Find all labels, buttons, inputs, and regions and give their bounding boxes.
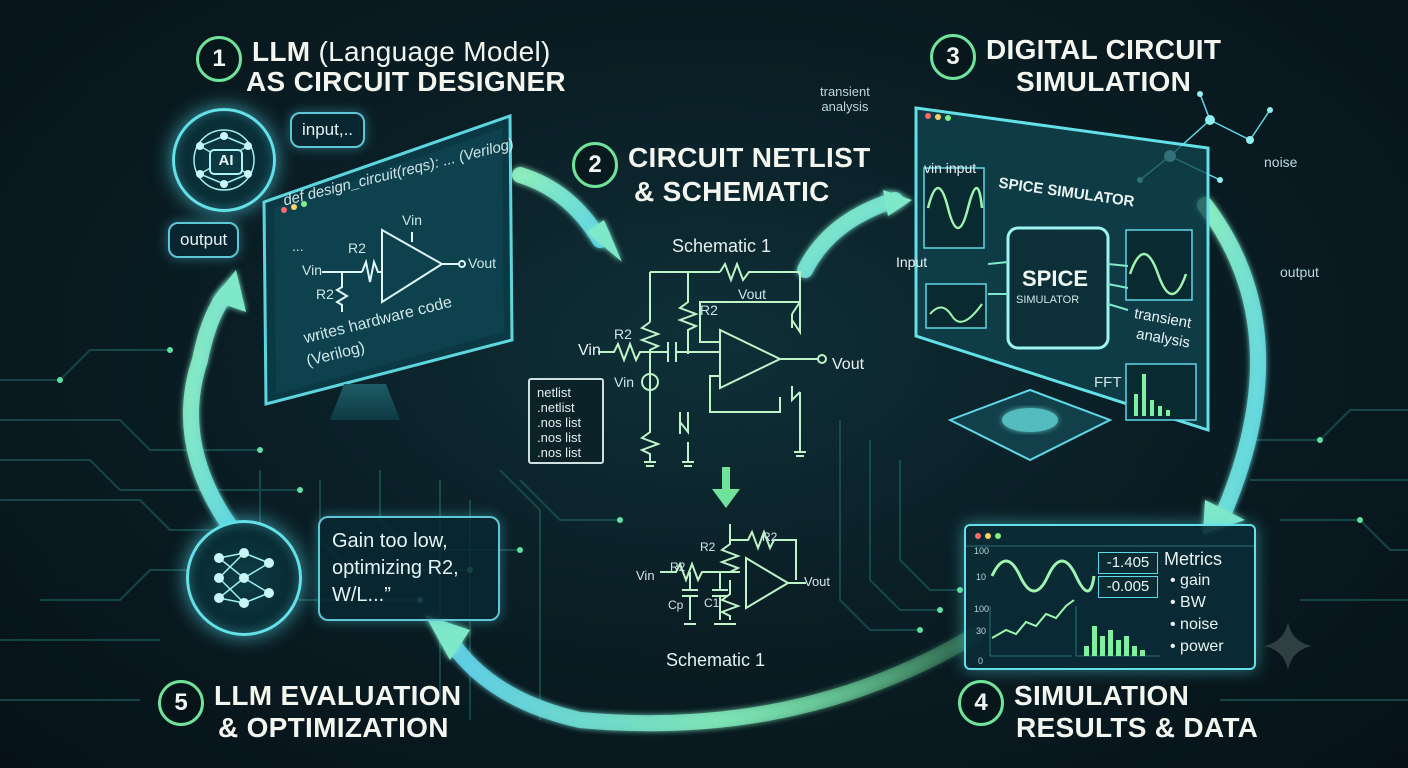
r2-label-2: R2 <box>316 286 334 302</box>
transient-analysis-tag: transient analysis <box>820 84 870 114</box>
vin-source-label: Vin <box>614 374 634 390</box>
small-r2-right: R2 <box>762 530 778 544</box>
chip-glow-icon <box>947 388 1113 462</box>
designer-monitor: def design_circuit(reqs): ... (Verilog) … <box>262 112 516 410</box>
chip-subtitle: SIMULATOR <box>1016 294 1080 306</box>
step-title-line2: & SCHEMATIC <box>634 176 830 207</box>
evaluator-brain-icon <box>186 520 302 636</box>
step-2-heading: 2 CIRCUIT NETLIST <box>572 142 871 188</box>
small-r2: R2 <box>670 560 686 574</box>
feedback-bubble: Gain too low, optimizing R2, W/L...” <box>318 516 500 621</box>
output-tag: output <box>1280 264 1319 280</box>
schematic-optimized <box>660 524 806 625</box>
small-vout: Vout <box>804 574 831 589</box>
small-r2-top: R2 <box>700 540 716 554</box>
input-label: Input <box>896 254 928 270</box>
vout-top-label: Vout <box>738 286 767 302</box>
netlist-line: .nos list <box>537 415 582 430</box>
small-cp: Cp <box>668 598 684 612</box>
step-title: LLM EVALUATION <box>214 680 462 711</box>
value-readout-1: -1.405 <box>1098 552 1158 574</box>
ellipsis-top: ... <box>292 238 304 254</box>
axis-label: 100 <box>974 604 990 614</box>
output-bubble: output <box>168 222 240 258</box>
netlist-file: netlist .netlist .nos list .nos list .no… <box>528 378 604 464</box>
ai-brain-icon: AI <box>172 108 276 212</box>
step-title: SIMULATION <box>1014 680 1190 711</box>
netlist-line: .nos list <box>537 445 582 460</box>
vin-input-label: vin input <box>924 160 977 176</box>
r2-label-b: R2 <box>700 302 718 318</box>
axis-label: 30 <box>976 626 987 636</box>
vout-label: Vout <box>468 255 497 271</box>
schematic-title: Schematic 1 <box>672 236 772 256</box>
axis-label: 100 <box>974 546 990 556</box>
step-number: 2 <box>572 142 618 188</box>
step-number: 4 <box>958 680 1004 726</box>
vout-label: Vout <box>832 356 865 373</box>
monitor-frame <box>262 113 514 406</box>
vin-top-label: Vin <box>402 212 422 228</box>
step-title-line2: SIMULATION <box>1016 66 1192 97</box>
vin-label: Vin <box>578 342 601 359</box>
simulator-frame <box>914 106 1210 433</box>
neural-network-icon <box>214 548 274 608</box>
fft-label: FFT <box>1094 374 1122 391</box>
netlist-line: netlist <box>537 385 571 400</box>
ellipsis-bottom: ... <box>308 322 320 338</box>
step-title: DIGITAL CIRCUIT <box>986 34 1222 65</box>
chip-title: SPICE <box>1022 266 1089 291</box>
results-charts <box>966 533 1254 657</box>
small-c1: C1 <box>704 596 720 610</box>
netlist-line: .nos list <box>537 430 582 445</box>
step-subtitle: (Language Model) <box>318 36 551 67</box>
axis-label: 10 <box>976 572 987 582</box>
metrics-title: Metrics <box>1164 549 1222 569</box>
step-1-heading: 1 LLM (Language Model) <box>196 36 551 82</box>
step-title-line2: RESULTS & DATA <box>1016 712 1259 743</box>
r2-label-a: R2 <box>614 326 632 342</box>
feedback-line: Gain too low, <box>332 530 448 552</box>
input-bubble: input,.. <box>290 112 366 148</box>
results-panel: 100 10 100 30 0 -1.405 -0.005 <box>964 524 1256 670</box>
schematic-title-bottom: Schematic 1 <box>666 650 766 670</box>
r2-label: R2 <box>348 240 366 256</box>
metric-item: BW <box>1180 594 1206 611</box>
step-title-line2: AS CIRCUIT DESIGNER <box>246 66 566 97</box>
ai-label: AI <box>209 149 243 175</box>
axis-label: 0 <box>978 656 984 666</box>
value-readout-2: -0.005 <box>1098 576 1158 598</box>
metric-item: noise <box>1180 616 1219 633</box>
netlist-line: .netlist <box>537 400 575 415</box>
feedback-line: optimizing R2, <box>332 557 459 579</box>
step-number: 5 <box>158 680 204 726</box>
step-5-heading: 5 LLM EVALUATION <box>158 680 461 726</box>
schematic-main <box>598 262 827 467</box>
step-number: 1 <box>196 36 242 82</box>
step-title-line2: & OPTIMIZATION <box>218 712 449 743</box>
step-number: 3 <box>930 34 976 80</box>
step-title: LLM <box>252 36 311 67</box>
metric-item: power <box>1180 638 1224 655</box>
vin-label: Vin <box>302 262 322 278</box>
small-vin: Vin <box>636 568 655 583</box>
feedback-line: W/L...” <box>332 584 391 606</box>
step-title: CIRCUIT NETLIST <box>628 142 871 173</box>
step-4-heading: 4 SIMULATION <box>958 680 1189 726</box>
step-3-heading: 3 DIGITAL CIRCUIT <box>930 34 1221 80</box>
metric-item: gain <box>1180 572 1211 589</box>
metrics-list: Metrics • gain • BW • noise • power <box>1164 549 1224 655</box>
spice-simulator-panel: vin input SPICE SIMULATOR Input SPICE SI… <box>896 104 1212 434</box>
noise-tag: noise <box>1264 154 1298 170</box>
